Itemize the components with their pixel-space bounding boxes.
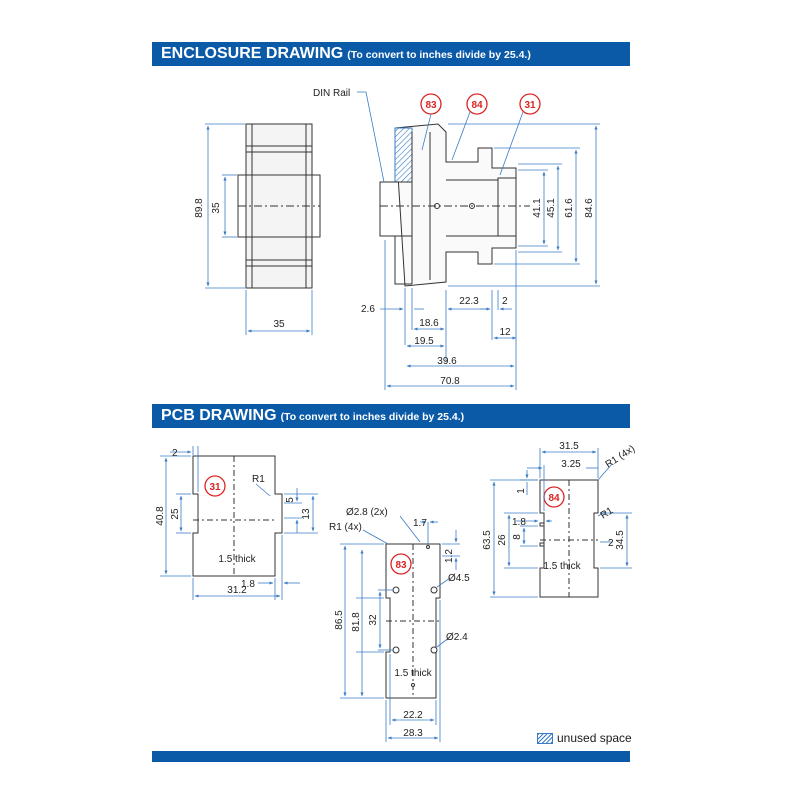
- pcb31-dim-2: 2: [172, 448, 178, 459]
- pcb84-thickness: 1.5 thick: [543, 561, 581, 572]
- pcb84-dim-63-5: 63.5: [482, 530, 493, 550]
- pcb84-dim-31-5: 31.5: [559, 441, 579, 452]
- legend-unused-space: unused space: [537, 731, 632, 745]
- enclosure-drawing-title: ENCLOSURE DRAWING: [161, 45, 344, 62]
- pcb84-r1-4x: R1 (4x): [604, 443, 637, 470]
- part-badge-83-pcb: 83: [390, 553, 412, 575]
- pcb31-dim-31-2: 31.2: [227, 585, 247, 596]
- pcb31-dim-25: 25: [170, 508, 181, 520]
- svg-text:84: 84: [471, 100, 483, 111]
- pcb84-dim-2: 2: [608, 538, 614, 549]
- part-badge-84-pcb: 84: [543, 486, 565, 508]
- pcb31-dim-13: 13: [301, 508, 312, 520]
- part-badge-83: 83: [420, 93, 442, 115]
- dim-height-left: 89.8: [194, 198, 205, 218]
- svg-text:31: 31: [524, 100, 536, 111]
- pcb31-dim-40-8: 40.8: [155, 506, 166, 526]
- dim-61-6: 61.6: [564, 198, 575, 218]
- pcb84-dim-34-5: 34.5: [615, 530, 626, 550]
- legend-label: unused space: [557, 731, 632, 745]
- pcb83-dim-22-2: 22.2: [403, 710, 423, 721]
- pcb83-thickness: 1.5 thick: [394, 668, 432, 679]
- pcb31-dim-1-8: 1.8: [241, 579, 255, 590]
- pcb83-dim-2-4: Ø2.4: [446, 632, 468, 643]
- dim-22-3: 22.3: [459, 296, 479, 307]
- pcb-drawing-banner: PCB DRAWING(To convert to inches divide …: [152, 404, 630, 428]
- dim-70-8: 70.8: [440, 376, 460, 387]
- pcb-84-outline: [539, 479, 599, 598]
- svg-text:83: 83: [425, 100, 437, 111]
- pcb84-dim-1: 1: [516, 488, 527, 494]
- dim-2-6: 2.6: [361, 304, 375, 315]
- pcb-83-outline: [385, 543, 441, 699]
- enclosure-drawing-subtitle: (To convert to inches divide by 25.4.): [347, 49, 531, 61]
- dim-41-1: 41.1: [532, 198, 543, 218]
- pcb-drawing-subtitle: (To convert to inches divide by 25.4.): [280, 411, 465, 423]
- pcb31-thickness: 1.5 thick: [218, 554, 256, 565]
- pcb83-dim-86-5: 86.5: [334, 610, 345, 630]
- svg-text:31: 31: [209, 482, 221, 493]
- pcb84-r1: R1: [599, 505, 616, 521]
- dim-18-6: 18.6: [419, 318, 439, 329]
- svg-text:84: 84: [548, 493, 560, 504]
- pcb83-hole-note: Ø2.8 (2x): [346, 507, 388, 518]
- dim-45-1: 45.1: [546, 198, 557, 218]
- pcb31-dim-5: 5: [285, 497, 296, 503]
- footer-bar: [152, 751, 630, 762]
- hatch-swatch: [537, 732, 553, 744]
- part-badge-31-pcb: 31: [204, 475, 226, 497]
- pcb84-dim-3-25: 3.25: [561, 459, 581, 470]
- dim-width-bottom: 35: [273, 319, 285, 330]
- pcb31-r1: R1: [252, 474, 265, 485]
- pcb83-dim-1-2: 1.2: [444, 549, 455, 563]
- part-badge-84: 84: [466, 93, 488, 115]
- dim-2: 2: [502, 296, 508, 307]
- part-badge-31: 31: [519, 93, 541, 115]
- dim-rail-left: 35: [211, 202, 222, 214]
- dim-19-5: 19.5: [414, 336, 434, 347]
- enclosure-drawing-banner: ENCLOSURE DRAWING(To convert to inches d…: [152, 42, 630, 66]
- pcb84-dim-26: 26: [497, 534, 508, 546]
- pcb83-dim-32: 32: [368, 614, 379, 626]
- pcb-drawing-title: PCB DRAWING: [161, 407, 277, 424]
- svg-text:83: 83: [395, 560, 407, 571]
- dim-39-6: 39.6: [437, 356, 457, 367]
- pcb83-dim-1-7: 1.7: [413, 518, 427, 529]
- pcb84-dim-8: 8: [512, 534, 523, 540]
- pcb83-dim-4-5: Ø4.5: [448, 573, 470, 584]
- pcb83-dim-81-8: 81.8: [351, 612, 362, 632]
- enclosure-side-view: [379, 123, 530, 287]
- pcb83-radius-note: R1 (4x): [329, 522, 362, 533]
- dim-12: 12: [499, 327, 511, 338]
- din-rail-label: DIN Rail: [313, 88, 350, 99]
- pcb84-dim-1-8: 1.8: [512, 517, 526, 528]
- enclosure-front-view: [237, 123, 321, 289]
- dim-84-6: 84.6: [584, 198, 595, 218]
- pcb83-dim-28-3: 28.3: [403, 728, 423, 739]
